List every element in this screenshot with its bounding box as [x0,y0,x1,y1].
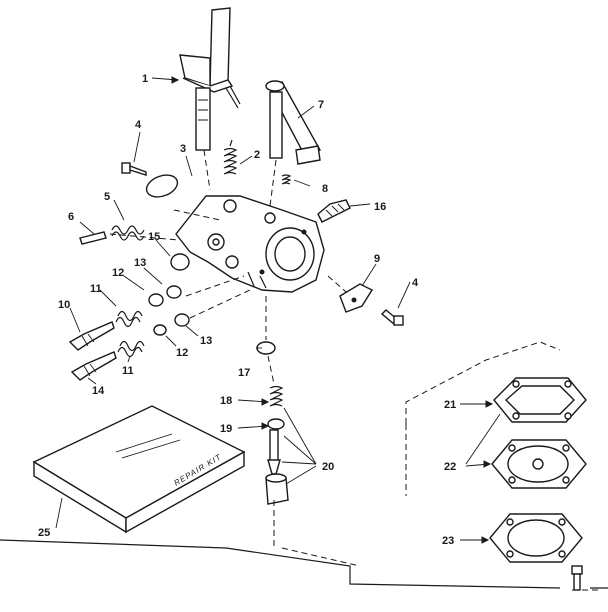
callout-23: 23 [442,535,454,547]
part-19-washer [267,418,285,430]
callout-8: 8 [322,183,328,195]
part-12-washer-upper [148,293,164,307]
callout-12-upper: 12 [112,267,124,279]
callout-22: 22 [444,461,456,473]
leader-lines [55,76,501,544]
part-4-screw-upper [121,162,147,176]
part-21-gasket [493,377,587,423]
callout-13-upper: 13 [134,257,146,269]
part-2-spring [223,139,238,175]
callout-25: 25 [38,527,50,539]
callout-14: 14 [92,385,105,397]
part-13-ring-upper [166,285,182,299]
callout-15: 15 [148,231,160,243]
part-9-cover-plate [339,283,374,313]
callout-16: 16 [374,201,386,213]
part-1-throttle-bracket [179,7,241,151]
callout-9: 9 [374,253,380,265]
callout-11-upper: 11 [90,283,102,295]
part-6-idle-screw [79,231,107,245]
callout-4-upper: 4 [135,119,142,131]
callout-11-lower: 11 [122,365,134,377]
callout-20: 20 [322,461,334,473]
callout-4-lower: 4 [412,277,419,289]
callout-3: 3 [180,143,186,155]
part-5-spring [111,225,145,241]
bottom-screw [571,565,583,591]
callout-labels: 1 2 3 4 5 6 7 8 16 15 13 12 11 10 9 4 13… [38,73,456,547]
callout-2: 2 [254,149,260,161]
part-3-throttle-plate [145,174,179,198]
part-11-spring-upper [115,310,143,328]
part-8-small-spring [281,174,292,185]
part-14-needle-lower [70,351,117,381]
callout-13-lower: 13 [200,335,212,347]
callout-7: 7 [318,99,324,111]
callout-17: 17 [238,367,250,379]
part-4-screw-lower [380,309,404,326]
assembly-dashed-lines [109,149,600,591]
callout-10: 10 [58,299,70,311]
part-25-repair-kit-box: REPAIR KIT [32,405,246,534]
callout-21: 21 [444,399,456,411]
callout-19: 19 [220,423,232,435]
part-10-needle-upper [68,321,115,351]
part-18-spring [269,385,284,407]
part-16-fuel-fitting [317,199,351,223]
part-15-welch-plug [170,253,190,271]
part-7-choke-lever [265,80,321,165]
part-22-diaphragm [491,439,587,489]
carburetor-body [175,195,325,293]
frame-lines [0,539,608,589]
callout-18: 18 [220,395,232,407]
part-20-needle-valve [265,429,289,505]
callout-6: 6 [68,211,74,223]
part-13-ring-lower [174,313,190,327]
part-23-cover [489,513,583,563]
callout-1: 1 [142,73,148,85]
part-11-spring-lower [117,340,145,358]
callout-12-lower: 12 [176,347,188,359]
callout-5: 5 [104,191,110,203]
part-12-washer-lower [153,324,167,336]
